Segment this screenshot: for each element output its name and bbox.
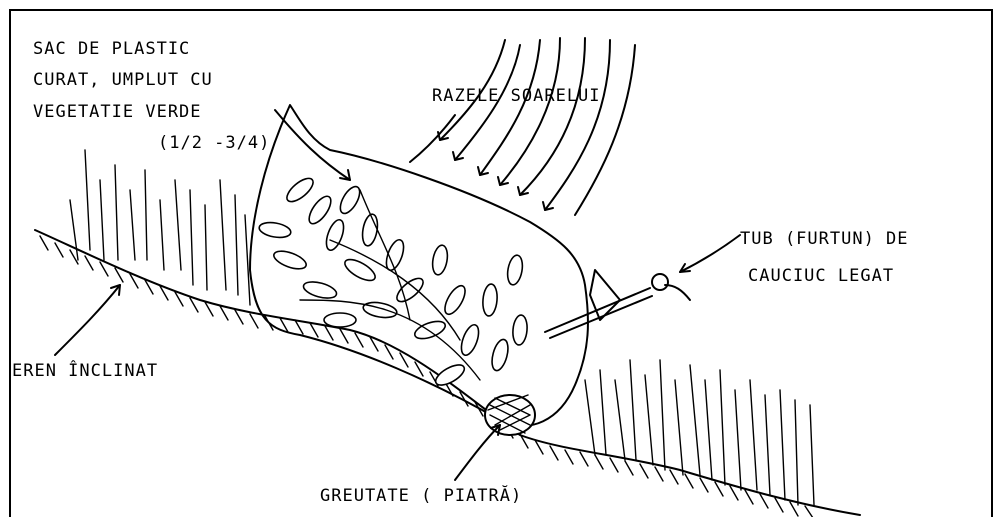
label-slope: EREN ÎNCLINAT — [12, 359, 158, 381]
label-bag-line2: CURAT, UMPLUT CU — [33, 70, 213, 90]
label-weight: GREUTATE ( PIATRĂ) — [320, 484, 522, 506]
label-bag-line3: VEGETATIE VERDE — [33, 102, 202, 122]
label-bag-line4: (1/2 -3/4) — [158, 133, 270, 153]
vegetation — [258, 174, 528, 389]
sun-rays — [410, 38, 635, 215]
label-sun-rays: RAZELE SOARELUI — [432, 86, 601, 106]
label-tube-line1: TUB (FURTUN) DE — [740, 229, 909, 249]
label-bag-line1: SAC DE PLASTIC — [33, 39, 190, 59]
rubber-tube — [545, 270, 690, 338]
label-tube-line2: CAUCIUC LEGAT — [748, 266, 894, 286]
stone-weight — [485, 395, 535, 435]
